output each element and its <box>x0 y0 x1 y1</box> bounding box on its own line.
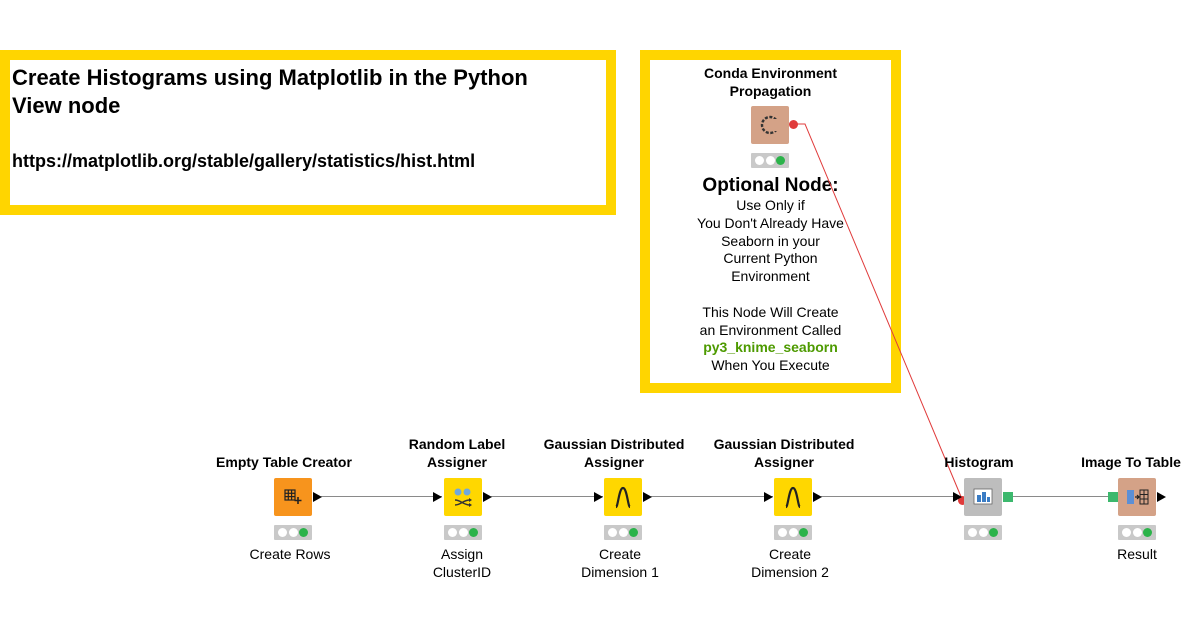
conda-node-status <box>751 153 789 168</box>
comment-line1: Assign <box>440 546 484 562</box>
desc-line: Seaborn in your <box>721 232 820 249</box>
node-comment-result: Result <box>1117 546 1157 562</box>
desc-line: You Don't Already Have <box>697 214 844 231</box>
node-title-histogram: Histogram <box>944 454 1014 470</box>
conda-node-title-line1: Conda Environment <box>703 65 837 81</box>
image-output-port[interactable] <box>1003 492 1013 502</box>
annotation-title: Create Histograms using Matplotlib in th… <box>12 65 528 118</box>
node-status <box>774 525 812 540</box>
image-input-port[interactable] <box>1108 492 1118 502</box>
optional-node-heading: Optional Node: <box>702 175 839 196</box>
image-to-table-node[interactable] <box>1118 478 1156 516</box>
connection-line[interactable] <box>821 496 953 497</box>
flow-variable-in-port[interactable] <box>958 496 967 505</box>
node-comment-create-dimension-2: Create Dimension 2 <box>710 545 870 581</box>
desc-line: Environment <box>731 268 810 285</box>
node-status <box>1118 525 1156 540</box>
title-line2: Assigner <box>754 454 814 470</box>
node-comment-assign-clusterid: Assign ClusterID <box>382 545 542 581</box>
title-line2: Assigner <box>584 454 644 470</box>
input-port[interactable] <box>594 492 603 502</box>
desc-line: an Environment Called <box>699 321 842 338</box>
node-title-image-to-table: Image To Table <box>1081 454 1181 470</box>
desc-line: When You Execute <box>711 357 830 374</box>
comment-line2: Dimension 2 <box>751 564 829 580</box>
node-comment-create-rows: Create Rows <box>249 546 331 562</box>
conda-icon <box>760 115 781 135</box>
title-line1: Gaussian Distributed <box>543 436 685 452</box>
node-title-empty-table-creator: Empty Table Creator <box>216 454 352 470</box>
desc-line <box>650 286 891 304</box>
gaussian-assigner-node-1[interactable] <box>604 478 642 516</box>
node-status <box>964 525 1002 540</box>
input-port[interactable] <box>433 492 442 502</box>
optional-node-description: Use Only if You Don't Already Have Seabo… <box>650 197 891 375</box>
input-port[interactable] <box>953 492 962 502</box>
comment-line1: Create <box>768 546 812 562</box>
python-view-icon <box>973 488 993 505</box>
annotation-url: https://matplotlib.org/stable/gallery/st… <box>12 151 476 171</box>
image-to-table-icon <box>1127 489 1149 505</box>
desc-line: Use Only if <box>736 197 805 213</box>
conda-node-title: Conda Environment Propagation <box>650 64 891 100</box>
random-label-assigner-node[interactable] <box>444 478 482 516</box>
connection-line[interactable] <box>491 496 603 497</box>
input-port[interactable] <box>764 492 773 502</box>
node-status <box>274 525 312 540</box>
output-port[interactable] <box>1157 492 1166 502</box>
node-title-random-label-assigner: Random Label Assigner <box>367 435 547 471</box>
conda-node-title-line2: Propagation <box>729 83 812 99</box>
node-status <box>604 525 642 540</box>
empty-table-creator-node[interactable] <box>274 478 312 516</box>
annotation-conda-box[interactable]: Conda Environment Propagation Optional N… <box>640 50 901 393</box>
connection-line[interactable] <box>651 496 773 497</box>
comment-line2: Dimension 1 <box>581 564 659 580</box>
shuffle-icon <box>454 488 472 507</box>
node-status <box>444 525 482 540</box>
comment-line1: Create <box>598 546 642 562</box>
output-port[interactable] <box>813 492 822 502</box>
output-port[interactable] <box>313 492 322 502</box>
title-line2: Assigner <box>427 454 487 470</box>
desc-line: This Node Will Create <box>702 303 839 320</box>
output-port[interactable] <box>643 492 652 502</box>
bell-curve-icon <box>784 486 802 509</box>
table-grid-icon <box>284 489 302 504</box>
connection-line[interactable] <box>321 496 442 497</box>
comment-line2: ClusterID <box>432 564 492 580</box>
connection-line[interactable] <box>1012 496 1108 497</box>
title-line1: Gaussian Distributed <box>713 436 855 452</box>
bell-curve-icon <box>614 486 632 509</box>
node-title-gaussian-assigner-1: Gaussian Distributed Assigner <box>524 435 704 471</box>
node-title-gaussian-assigner-2: Gaussian Distributed Assigner <box>694 435 874 471</box>
conda-environment-node[interactable] <box>751 106 789 144</box>
flow-variable-out-port[interactable] <box>789 120 798 129</box>
desc-line: Current Python <box>723 250 818 267</box>
annotation-title-box[interactable]: Create Histograms using Matplotlib in th… <box>0 50 616 215</box>
title-line1: Random Label <box>408 436 506 452</box>
output-port[interactable] <box>483 492 492 502</box>
environment-name: py3_knime_seaborn <box>703 339 838 356</box>
histogram-node[interactable] <box>964 478 1002 516</box>
node-comment-create-dimension-1: Create Dimension 1 <box>540 545 700 581</box>
gaussian-assigner-node-2[interactable] <box>774 478 812 516</box>
